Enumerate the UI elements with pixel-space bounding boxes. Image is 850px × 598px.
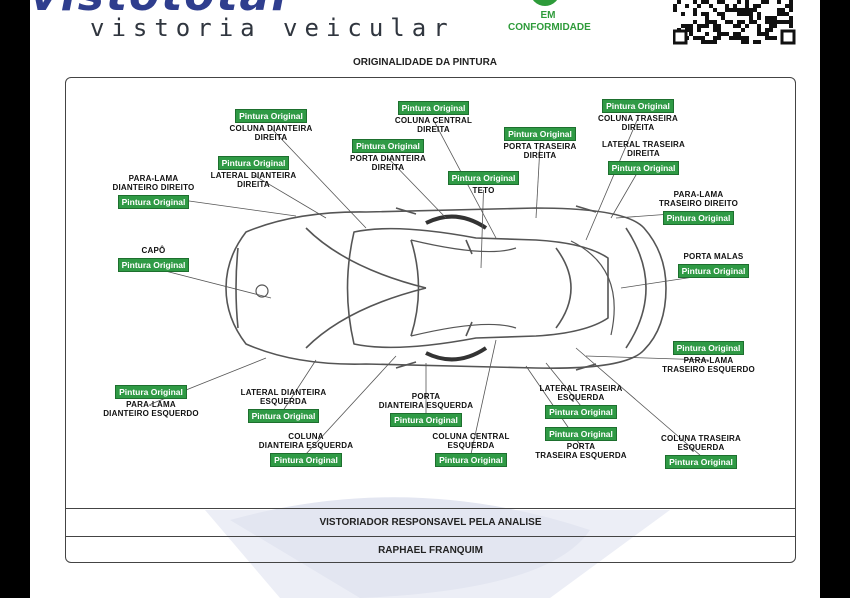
part-para-lama-traseiro-direito: PARA-LAMA TRASEIRO DIREITO Pintura Origin… <box>646 190 751 226</box>
paint-status-badge: Pintura Original <box>545 405 617 419</box>
leader-line <box>585 355 709 361</box>
brand-name: vistototal <box>30 0 460 14</box>
part-name: LATERAL DIANTEIRA DIREITA <box>210 171 297 189</box>
leader-line <box>545 362 582 407</box>
paint-status-badge: Pintura Original <box>270 453 342 467</box>
part-coluna-dianteira-esquerda: COLUNA DIANTEIRA ESQUERDA Pintura Origina… <box>251 432 361 468</box>
leader-line <box>153 267 272 299</box>
paint-status-badge: Pintura Original <box>435 453 507 467</box>
part-name: LATERAL TRASEIRA ESQUERDA <box>539 384 623 402</box>
paint-status-badge: Pintura Original <box>447 171 520 185</box>
leader-line <box>270 127 367 229</box>
leader-line <box>283 359 317 411</box>
part-name: COLUNA TRASEIRA DIREITA <box>597 114 679 132</box>
part-name: PARA-LAMA TRASEIRO ESQUERDO <box>662 356 755 374</box>
part-name: TETO <box>472 186 495 195</box>
leader-line <box>480 189 484 269</box>
paint-status-badge: Pintura Original <box>662 211 735 225</box>
part-name: COLUNA CENTRAL ESQUERDA <box>432 432 510 450</box>
part-lateral-traseira-direita: LATERAL TRASEIRA DIREITA Pintura Original <box>596 140 691 176</box>
leader-line <box>305 355 397 455</box>
brand-logo: vistototal <box>30 0 460 14</box>
part-name: CAPÔ <box>141 246 166 255</box>
paint-status-badge: Pintura Original <box>397 101 470 115</box>
paint-status-badge: Pintura Original <box>235 109 307 123</box>
part-name: LATERAL DIANTEIRA ESQUERDA <box>240 388 327 406</box>
part-para-lama-dianteiro-direito: PARA-LAMA DIANTEIRO DIREITO Pintura Origi… <box>106 174 201 210</box>
paint-status-badge: Pintura Original <box>115 385 187 399</box>
part-name: COLUNA TRASEIRA ESQUERDA <box>660 434 742 452</box>
report-header: vistototal vistoria veicular EM CONFORMI… <box>30 0 820 70</box>
part-name: PARA-LAMA DIANTEIRO DIREITO <box>112 174 195 192</box>
paint-status-badge: Pintura Original <box>504 127 576 141</box>
part-capo: CAPÔ Pintura Original <box>106 246 201 273</box>
leader-line <box>470 339 497 455</box>
leader-line <box>575 347 702 457</box>
conformity-seal-text: EM CONFORMIDADE <box>508 10 591 33</box>
part-name: PORTA DIANTEIRA DIREITA <box>350 154 426 172</box>
paint-status-badge: Pintura Original <box>247 409 320 423</box>
part-porta-dianteira-esquerda: PORTA DIANTEIRA ESQUERDA Pintura Original <box>371 392 481 428</box>
part-name: COLUNA DIANTEIRA ESQUERDA <box>258 432 354 450</box>
paint-status-badge: Pintura Original <box>672 341 745 355</box>
paint-status-badge: Pintura Original <box>117 258 190 272</box>
part-name: PARA-LAMA DIANTEIRO ESQUERDO <box>103 400 199 418</box>
inspector-name: RAPHAEL FRANQUIM <box>66 536 795 565</box>
part-coluna-central-esquerda: COLUNA CENTRAL ESQUERDA Pintura Original <box>416 432 526 468</box>
paint-status-badge: Pintura Original <box>390 413 462 427</box>
part-lateral-traseira-esquerda: LATERAL TRASEIRA ESQUERDA Pintura Origina… <box>526 384 636 420</box>
part-name: PORTA MALAS <box>683 252 744 261</box>
paint-status-badge: Pintura Original <box>602 99 674 113</box>
qr-code-icon <box>673 0 797 46</box>
leader-line <box>585 117 639 241</box>
paint-status-badge: Pintura Original <box>352 139 424 153</box>
paint-status-badge: Pintura Original <box>665 455 737 469</box>
paint-status-badge: Pintura Original <box>217 156 290 170</box>
part-porta-malas: PORTA MALAS Pintura Original <box>666 252 761 279</box>
part-lateral-dianteira-esquerda: LATERAL DIANTEIRA ESQUERDA Pintura Origin… <box>231 388 336 424</box>
paint-status-badge: Pintura Original <box>607 161 680 175</box>
part-name: LATERAL TRASEIRA DIREITA <box>602 140 685 158</box>
paint-status-badge: Pintura Original <box>545 427 617 441</box>
report-page: vistototal vistoria veicular EM CONFORMI… <box>30 0 820 598</box>
section-title: ORIGINALIDADE DA PINTURA <box>352 57 498 68</box>
part-name: PARA-LAMA TRASEIRO DIREITO <box>658 190 739 208</box>
part-name: COLUNA CENTRAL DIREITA <box>394 116 473 134</box>
conformity-seal-icon <box>530 0 560 6</box>
part-name: PORTA TRASEIRA ESQUERDA <box>535 442 627 460</box>
part-name: COLUNA DIANTEIRA DIREITA <box>229 124 313 142</box>
part-name: PORTA DIANTEIRA ESQUERDA <box>378 392 474 410</box>
part-coluna-traseira-esquerda: COLUNA TRASEIRA ESQUERDA Pintura Original <box>646 434 756 470</box>
brand-subtitle: vistoria veicular <box>90 14 455 42</box>
paint-status-badge: Pintura Original <box>677 264 750 278</box>
inspector-label: VISTORIADOR RESPONSAVEL PELA ANALISE <box>66 508 795 537</box>
leader-line <box>387 157 447 219</box>
watermark-logo <box>205 497 670 598</box>
paint-status-badge: Pintura Original <box>117 195 190 209</box>
leader-line <box>535 145 541 219</box>
part-name: PORTA TRASEIRA DIREITA <box>503 142 577 160</box>
leader-line <box>253 174 327 219</box>
